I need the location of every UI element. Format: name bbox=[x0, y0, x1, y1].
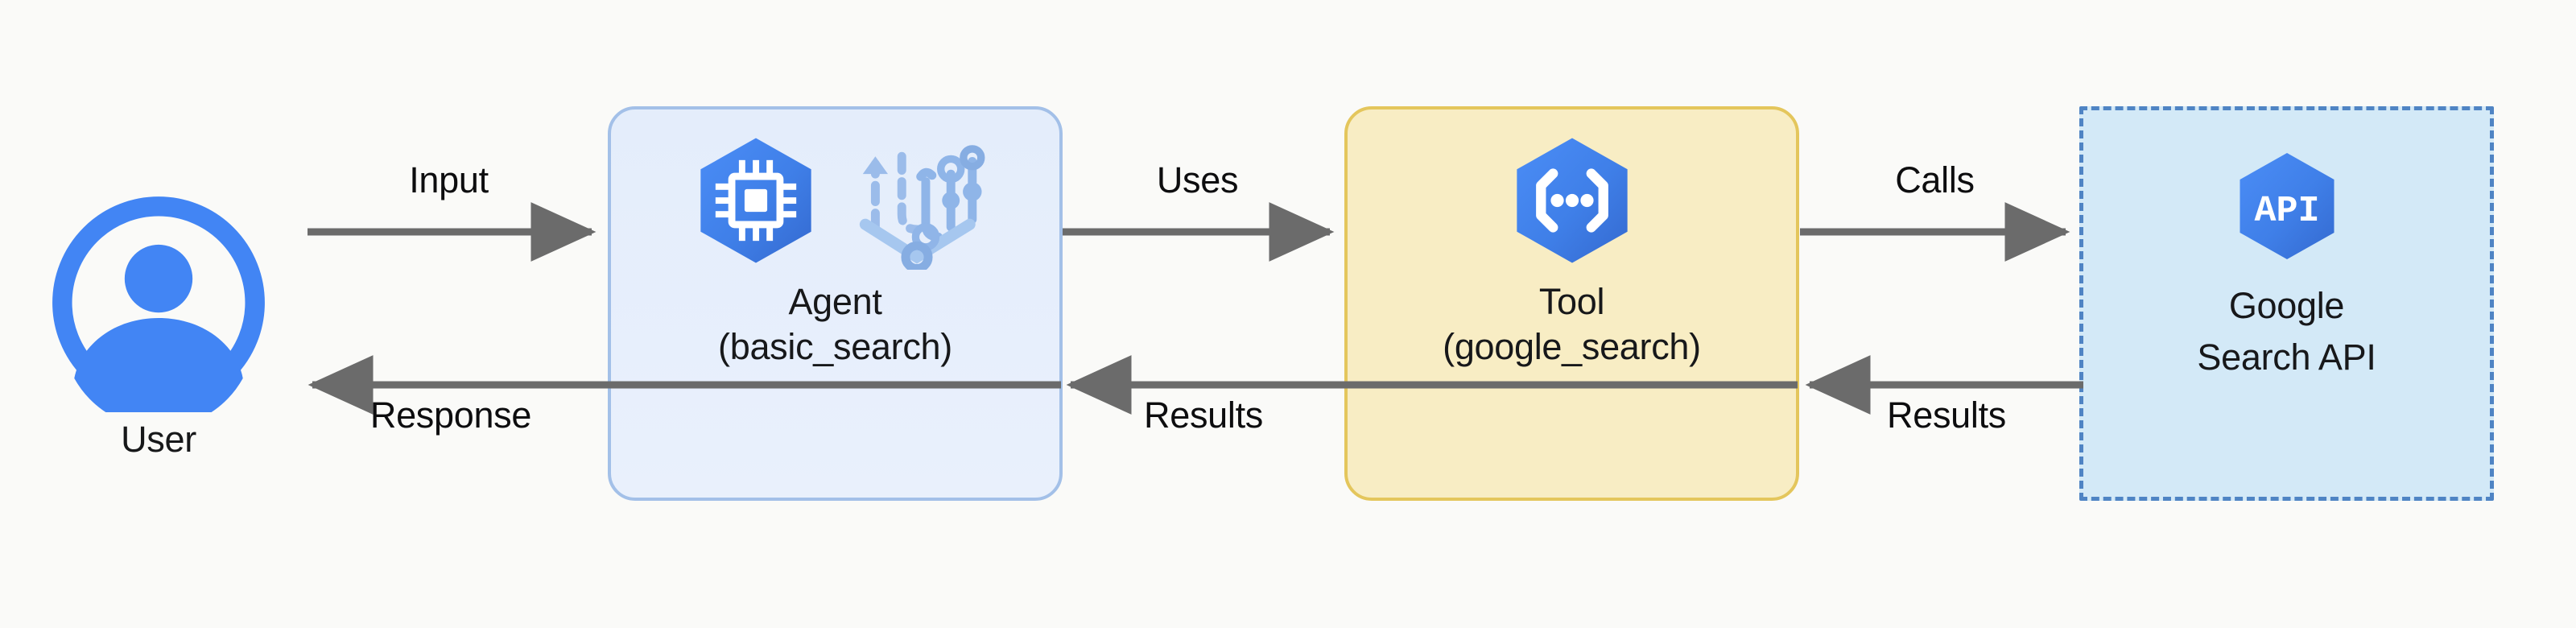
tool-icon-row bbox=[1501, 124, 1643, 277]
api-icon-row: API bbox=[2227, 138, 2347, 275]
agent-label-line2: (basic_search) bbox=[718, 325, 952, 367]
node-tool[interactable]: Tool (google_search) bbox=[1344, 106, 1799, 501]
edge-label-results-tool-agent: Results bbox=[1144, 395, 1263, 436]
cpu-chip-hexagon-icon bbox=[700, 138, 811, 263]
user-label: User bbox=[121, 419, 196, 460]
edge-label-results-api-tool: Results bbox=[1887, 395, 2006, 436]
node-user[interactable]: User bbox=[42, 193, 275, 461]
agent-workflow-icon bbox=[859, 145, 985, 270]
edge-label-response: Response bbox=[369, 395, 532, 436]
api-hexagon-icon: API bbox=[2240, 153, 2334, 259]
node-agent[interactable]: Agent (basic_search) bbox=[608, 106, 1063, 501]
agent-icon-row bbox=[685, 124, 986, 277]
edge-label-uses: Uses bbox=[1156, 159, 1239, 200]
user-avatar-icon bbox=[52, 196, 265, 412]
edge-label-input: Input bbox=[409, 159, 489, 200]
agent-label-line1: Agent bbox=[788, 281, 882, 322]
api-hexagon-text: API bbox=[2254, 191, 2319, 232]
tool-label-line1: Tool bbox=[1538, 281, 1605, 322]
api-label-line2: Search API bbox=[2197, 336, 2376, 378]
api-label-line1: Google bbox=[2228, 285, 2345, 326]
node-google-search-api[interactable]: API Google Search API bbox=[2079, 106, 2494, 501]
edge-label-calls: Calls bbox=[1895, 159, 1975, 200]
code-brackets-hexagon-icon bbox=[1516, 138, 1628, 263]
tool-label-line2: (google_search) bbox=[1443, 325, 1701, 367]
